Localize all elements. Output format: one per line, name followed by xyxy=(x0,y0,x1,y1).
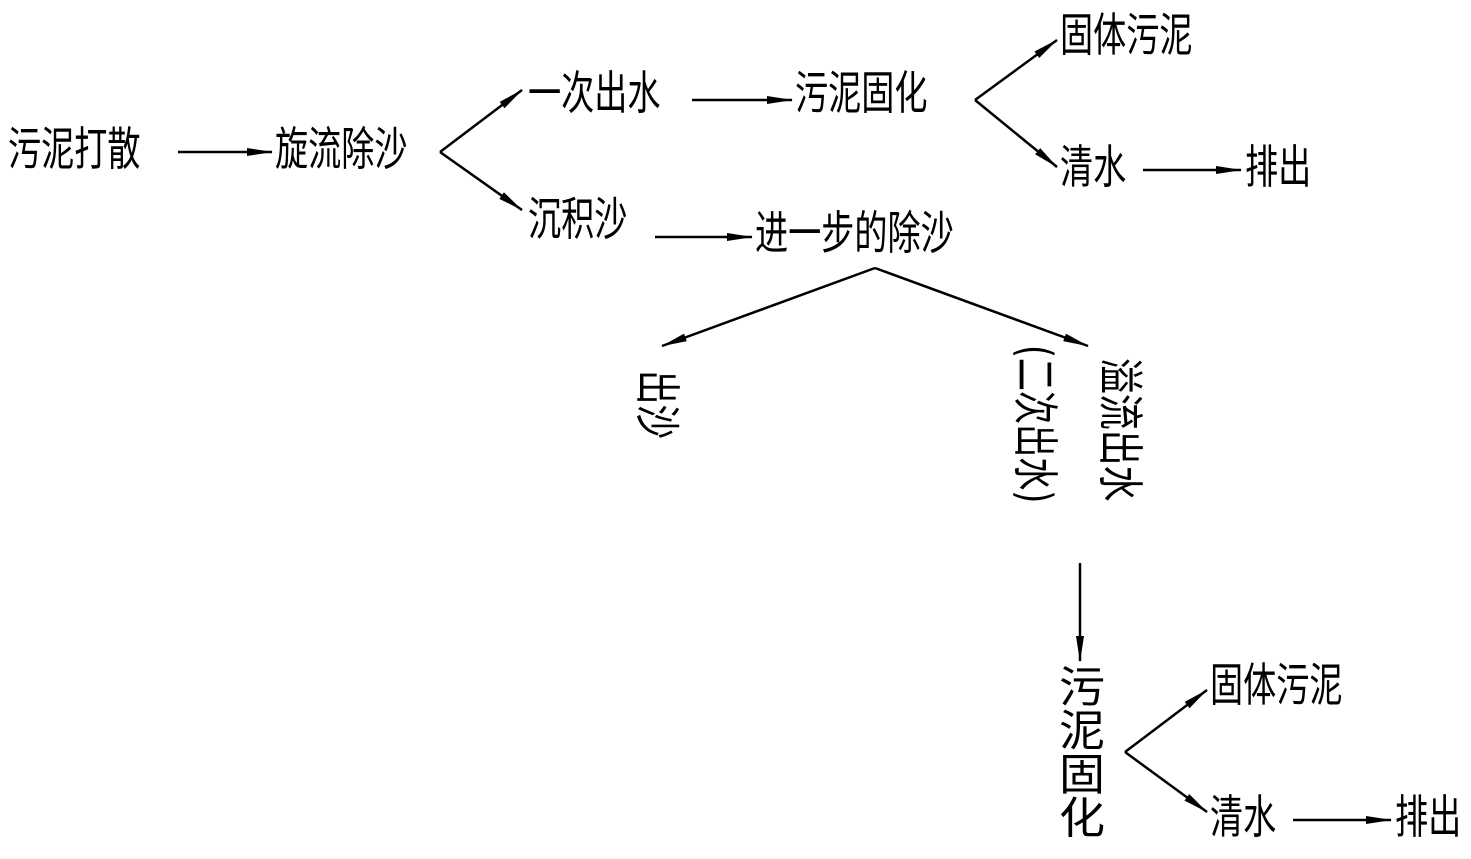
arrow-further-to-sand-out xyxy=(661,266,876,348)
arrow-solidify-to-solid-sludge xyxy=(974,38,1058,102)
node-cyclone-desanding: 旋流除沙 xyxy=(275,122,408,176)
node-sludge-breakup: 污泥打散 xyxy=(8,122,141,176)
node-clear-water-2: 清水 xyxy=(1210,790,1277,844)
node-overflow-effluent: 溢流出水 xyxy=(1093,358,1147,502)
arrow-further-to-overflow xyxy=(874,266,1089,348)
node-primary-effluent: 一次出水 xyxy=(528,66,661,120)
node-solid-sludge-2: 固体污泥 xyxy=(1210,658,1343,712)
arrow-cyclone-to-deposited-sand xyxy=(439,150,523,212)
arrow-solidify-to-clear-water xyxy=(974,99,1058,168)
node-clear-water-1: 清水 xyxy=(1060,140,1127,194)
node-sand-out: 出沙 xyxy=(630,370,684,439)
node-sludge-solidify-2: 污泥固化 xyxy=(1052,664,1106,839)
node-secondary-effluent: (二次出水) xyxy=(1008,345,1062,504)
node-solid-sludge-1: 固体污泥 xyxy=(1060,8,1193,62)
node-deposited-sand: 沉积沙 xyxy=(528,192,628,246)
node-discharge-2: 排出 xyxy=(1395,790,1462,844)
arrow-solidify2-to-clear-water xyxy=(1124,750,1208,814)
arrow-cyclone-to-primary-effluent xyxy=(439,89,523,153)
node-sludge-solidify-1: 污泥固化 xyxy=(795,66,928,120)
node-discharge-1: 排出 xyxy=(1245,140,1312,194)
arrow-solidify2-to-solid-sludge xyxy=(1124,689,1208,753)
node-further-desanding: 进一步的除沙 xyxy=(755,206,954,260)
